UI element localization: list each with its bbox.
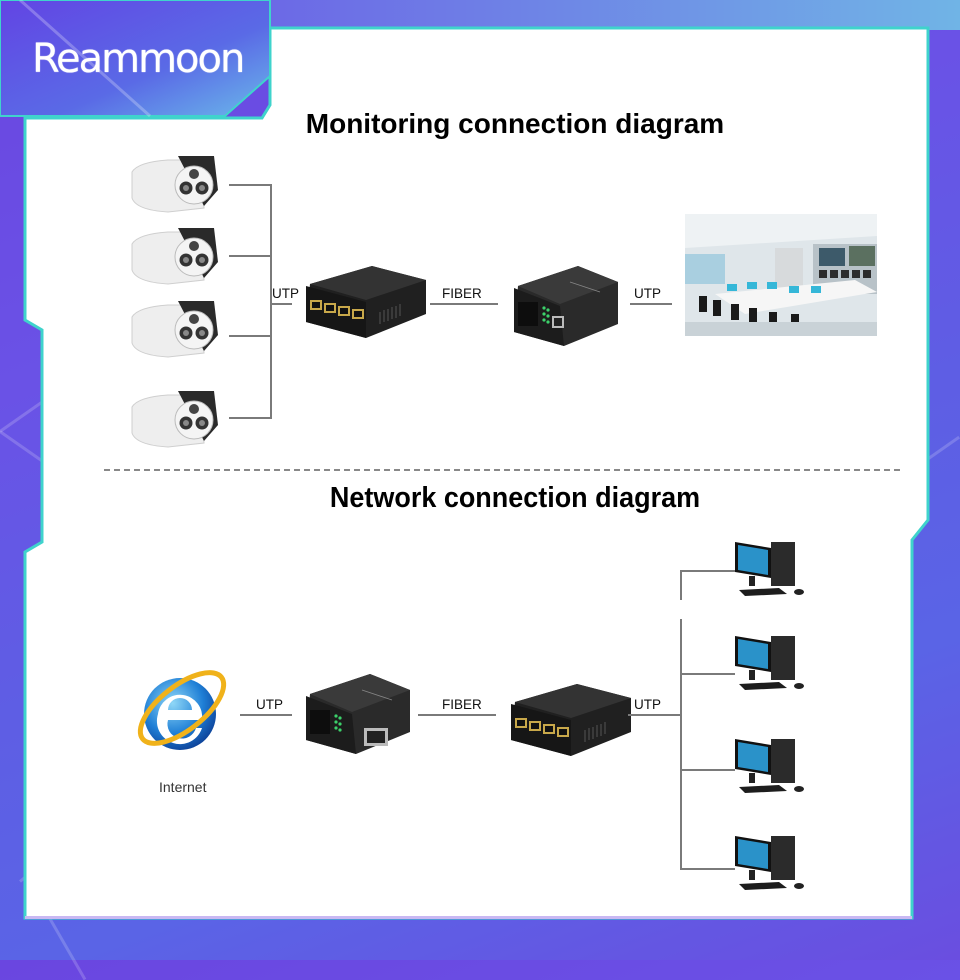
internet-explorer-icon — [137, 670, 227, 750]
camera-wire — [229, 417, 271, 419]
network-diagram-title: Network connection diagram — [329, 482, 701, 514]
client-wire — [680, 868, 735, 870]
desktop-computer-icon — [735, 636, 804, 690]
client-wire — [680, 769, 735, 771]
client-bus-wire — [680, 570, 682, 600]
link-label-utp: UTP — [634, 286, 661, 301]
bullet-camera-icon — [131, 228, 218, 285]
fiber-link-wire — [430, 303, 498, 305]
camera-bus-wire — [270, 184, 272, 419]
logo-background — [0, 0, 271, 118]
bullet-camera-icon — [131, 301, 218, 358]
link-label-utp: UTP — [272, 286, 299, 301]
client-wire — [680, 673, 735, 675]
link-label-fiber: FIBER — [442, 697, 482, 712]
utp-link-wire — [630, 303, 672, 305]
four-port-switch-icon — [306, 266, 426, 338]
camera-wire — [229, 255, 271, 257]
client-wire — [680, 570, 735, 572]
bullet-camera-icon — [131, 156, 218, 213]
camera-wire — [229, 335, 271, 337]
link-label-utp: UTP — [634, 697, 661, 712]
monitoring-diagram-title: Monitoring connection diagram — [305, 108, 725, 139]
section-divider — [104, 469, 900, 471]
brand-name: Reammoon — [32, 36, 245, 82]
client-bus-wire — [680, 619, 682, 869]
control-room-icon — [685, 214, 877, 336]
camera-wire — [229, 184, 271, 186]
link-label-utp: UTP — [256, 697, 283, 712]
utp-link-wire — [270, 303, 292, 305]
bullet-camera-icon — [131, 391, 218, 448]
utp-link-wire — [628, 714, 680, 716]
fiber-converter-icon — [514, 266, 618, 346]
internet-label: Internet — [159, 779, 207, 795]
white-panel-frame — [23, 26, 930, 920]
fiber-converter-icon — [306, 674, 410, 754]
desktop-computer-icon — [735, 836, 804, 890]
desktop-computer-icon — [735, 739, 804, 793]
desktop-computer-icon — [735, 542, 804, 596]
brand-logo-box: Reammoon — [0, 0, 271, 118]
link-label-fiber: FIBER — [442, 286, 482, 301]
four-port-switch-icon — [511, 684, 631, 756]
utp-link-wire — [240, 714, 292, 716]
panel-bottom-edge — [25, 916, 912, 919]
fiber-link-wire — [418, 714, 496, 716]
